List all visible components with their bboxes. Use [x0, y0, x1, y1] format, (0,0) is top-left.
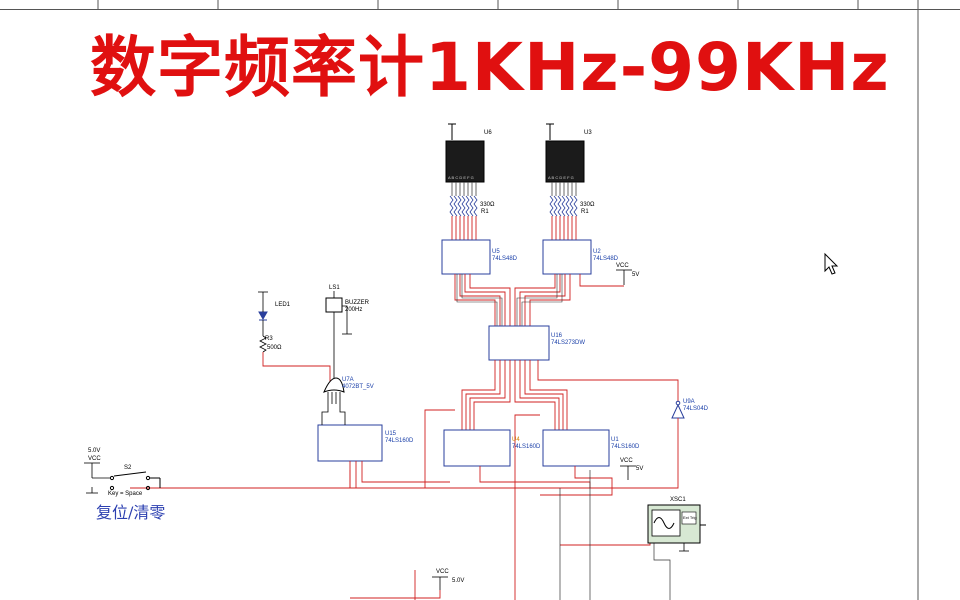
- label-vcc-mid-voltage: 5V: [636, 466, 644, 472]
- vcc-source-left: [84, 462, 110, 494]
- page-title: 数字频率计1KHz-99KHz: [90, 29, 890, 106]
- label-vcc-top: VCC: [616, 263, 629, 269]
- label-u1-part: 74LS160D: [611, 444, 640, 450]
- label-vcc-left: VCC: [88, 456, 101, 462]
- seven-segment-display-u6[interactable]: [445, 140, 485, 183]
- vcc-source-mid: [620, 465, 636, 480]
- label-u15-part: 74LS160D: [385, 438, 414, 444]
- label-rarray-left-ref: R1: [481, 209, 489, 215]
- label-u15-ref: U15: [385, 431, 397, 437]
- resistor-r3[interactable]: [259, 335, 267, 353]
- label-u9a-ref: U9A: [683, 399, 695, 405]
- label-rarray-right-value: 330Ω: [580, 202, 595, 208]
- display-pins: [451, 182, 577, 196]
- label-rarray-right-ref: R1: [581, 209, 589, 215]
- label-vcc-mid: VCC: [620, 458, 633, 464]
- switch-s2[interactable]: [109, 471, 161, 491]
- label-u9a-part: 74LS04D: [683, 406, 709, 412]
- label-rarray-left-value: 330Ω: [480, 202, 495, 208]
- wire-control-red: [130, 461, 675, 600]
- label-u5-part: 74LS48D: [492, 256, 518, 262]
- wire-bus-gray: [456, 274, 563, 326]
- label-u2-ref: U2: [593, 249, 601, 255]
- label-ls1-freq: 200Hz: [345, 307, 363, 313]
- wire-bus-counter: [424, 360, 679, 488]
- seven-segment-display-u3[interactable]: [545, 140, 585, 183]
- label-u3: U3: [584, 130, 592, 136]
- label-vcc-bottom: VCC: [436, 569, 449, 575]
- label-u7a-part: 4072BT_5V: [342, 384, 374, 390]
- chip-u5[interactable]: [441, 239, 491, 275]
- buzzer-ls1[interactable]: [325, 297, 343, 313]
- label-vcc-top-voltage: 5V: [632, 272, 640, 278]
- gate-wiring: [321, 392, 346, 425]
- resistor-array-right[interactable]: [549, 195, 578, 217]
- label-u5-ref: U5: [492, 249, 500, 255]
- label-u6: U6: [484, 130, 492, 136]
- chip-u16[interactable]: [488, 325, 550, 361]
- label-u3-pins: A B C D E F G: [548, 175, 574, 180]
- label-u1-ref: U1: [611, 437, 619, 443]
- ground-symbol: [448, 123, 554, 140]
- label-u6-pins: A B C D E F G: [448, 175, 474, 180]
- chip-u2[interactable]: [542, 239, 592, 275]
- label-u7a-ref: U7A: [342, 377, 354, 383]
- label-xsc1-ext: Ext Trig: [683, 515, 697, 520]
- resistor-array-left[interactable]: [449, 195, 478, 217]
- label-vcc-bottom-voltage: 5.0V: [452, 578, 465, 584]
- scope-ground: [679, 543, 689, 552]
- vcc-source-bottom: [432, 576, 448, 590]
- wire-bus-decoder: [454, 274, 624, 326]
- wire-control-gray: [559, 470, 671, 600]
- chip-u1[interactable]: [542, 429, 610, 467]
- or-gate-u7a[interactable]: [323, 377, 345, 393]
- label-r3-value: 500Ω: [267, 345, 282, 351]
- label-u2-part: 74LS48D: [593, 256, 619, 262]
- label-led1: LED1: [275, 302, 291, 308]
- led-diode[interactable]: [258, 311, 268, 321]
- label-u4-ref: U4: [512, 437, 520, 443]
- chip-u15[interactable]: [317, 424, 383, 462]
- mouse-cursor: [824, 252, 839, 275]
- chip-u4[interactable]: [443, 429, 511, 467]
- led-wiring: [258, 291, 268, 336]
- label-ls1-part: BUZZER: [345, 300, 369, 306]
- oscilloscope-xsc1[interactable]: [647, 504, 706, 544]
- label-s2: S2: [124, 465, 132, 471]
- inverter-u9a[interactable]: [671, 400, 685, 419]
- wire-bus-red: [451, 216, 577, 240]
- reset-label: 复位/清零: [96, 503, 166, 522]
- label-u16-ref: U16: [551, 333, 563, 339]
- label-vcc-left-voltage: 5.0V: [88, 448, 101, 454]
- buzzer-wiring: [333, 291, 352, 380]
- label-xsc1: XSC1: [670, 497, 686, 503]
- label-ls1: LS1: [329, 285, 340, 291]
- label-s2-key: Key = Space: [108, 491, 143, 497]
- vcc-source-top: [616, 269, 632, 285]
- label-u16-part: 74LS273DW: [551, 340, 586, 346]
- label-r3-ref: R3: [265, 336, 273, 342]
- label-u4-part: 74LS160D: [512, 444, 541, 450]
